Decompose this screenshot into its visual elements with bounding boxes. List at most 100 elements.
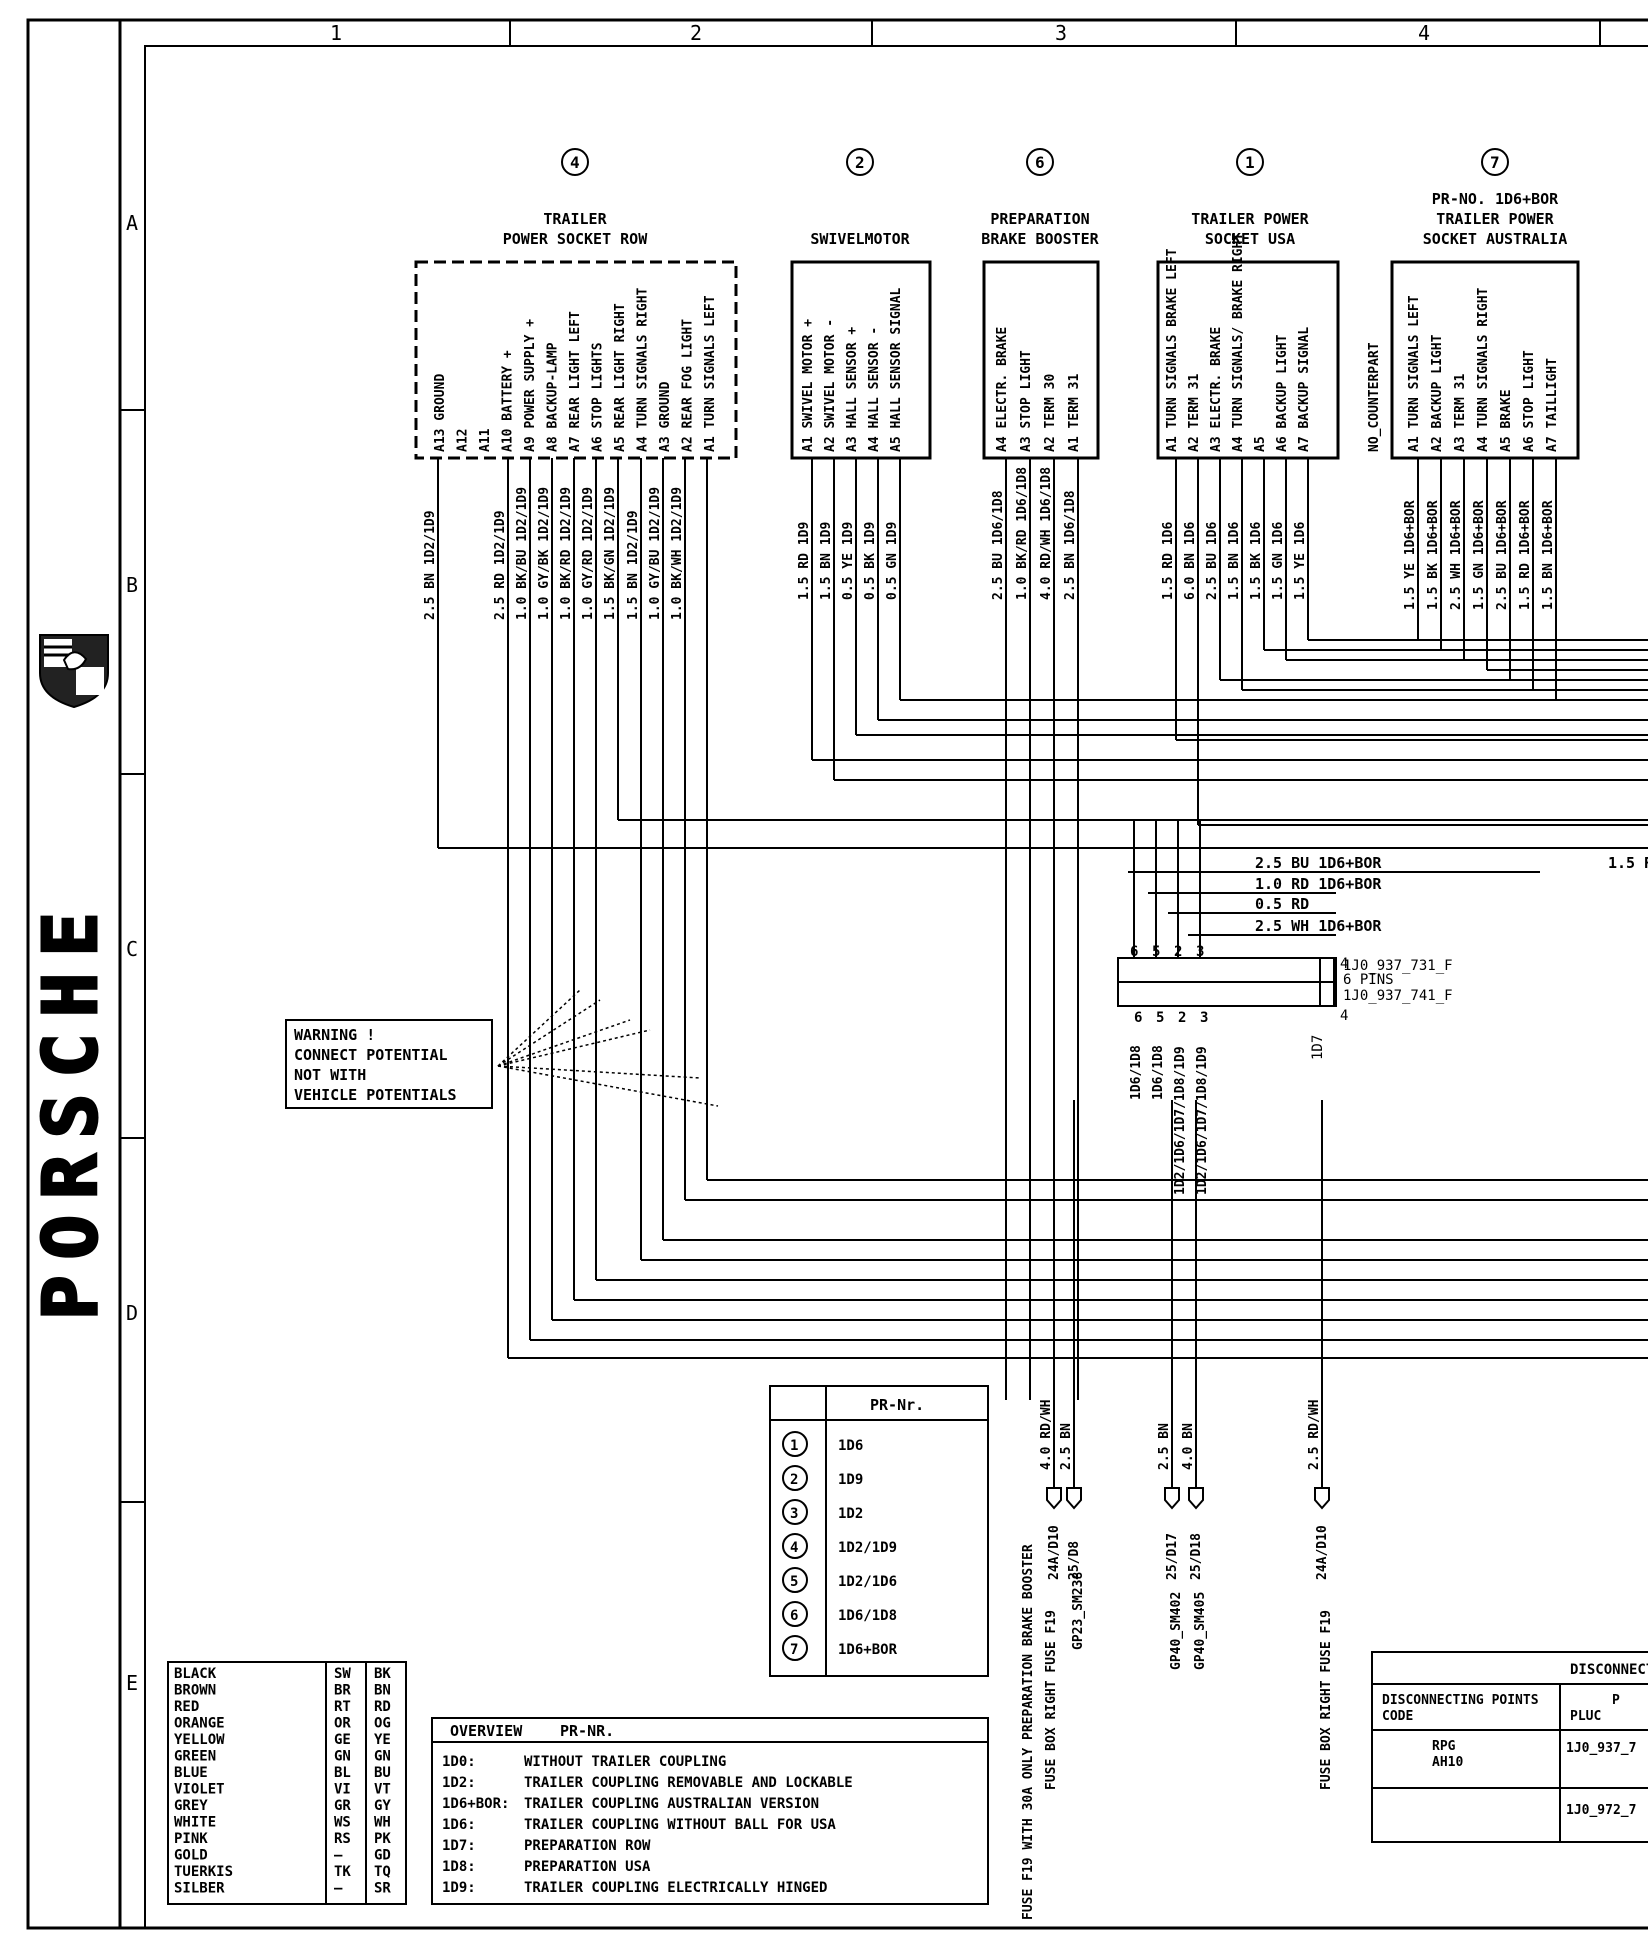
- color-code-de: —: [334, 1848, 343, 1864]
- component-title-line: PR-NO. 1D6+BOR: [1432, 190, 1559, 208]
- component-number-circle: [561, 148, 589, 176]
- wire-label: 2.5 BN 1D6/1D8: [1063, 490, 1078, 600]
- disconnect-col1: DISCONNECTING POINTS: [1382, 1693, 1539, 1708]
- pr-table-frame: [769, 1385, 989, 1677]
- disconnect-col2: P: [1612, 1693, 1620, 1708]
- component-title-line: TRAILER POWER: [1436, 210, 1554, 228]
- component-box: [790, 260, 932, 460]
- pin-label: A5 REAR LIGHT RIGHT: [613, 303, 628, 452]
- color-code-en: SR: [374, 1881, 391, 1897]
- wire-label: 1.0 GY/BU 1D2/1D9: [648, 487, 663, 620]
- pr-row-circle: [782, 1499, 808, 1525]
- wire-label: 2.5 BU 1D6+BOR: [1495, 500, 1510, 610]
- color-code-en: YE: [374, 1732, 391, 1748]
- pin-label: A2 BACKUP LIGHT: [1430, 334, 1445, 452]
- overview-code: 1D7:: [442, 1838, 476, 1854]
- disconnect-frame: [1371, 1651, 1648, 1843]
- disconnect-plug: 1J0_937_7: [1566, 1741, 1636, 1756]
- pr-row-num: 3: [790, 1506, 798, 1522]
- overview-code: 1D0:: [442, 1754, 476, 1770]
- fuse-location: FUSE BOX RIGHT FUSE F19: [1044, 1610, 1059, 1790]
- bus-label: 1.0 RD 1D6+BOR: [1255, 875, 1382, 893]
- wire-label: 1.0 BK/BU 1D2/1D9: [515, 487, 530, 620]
- color-code-de: —: [334, 1881, 343, 1897]
- wire-label: 1.0 BK/RD 1D6/1D8: [1015, 467, 1030, 600]
- wire-label: 1.5 RD 1D6: [1161, 522, 1176, 600]
- wire-label: 2.5 BU 1D6: [1205, 522, 1220, 600]
- pr-row-num: 5: [790, 1574, 798, 1590]
- pr-row-circle: [782, 1601, 808, 1627]
- component-box: [982, 260, 1100, 460]
- warning-line-1: WARNING !: [294, 1026, 375, 1044]
- color-code-en: BU: [374, 1765, 391, 1781]
- wire-label: 1.5 BK/GN 1D2/1D9: [603, 487, 618, 620]
- fuse-dest: 25/D8: [1067, 1541, 1082, 1580]
- disconnect-plug: 1J0_972_7: [1566, 1803, 1636, 1818]
- pin-label: A12: [456, 429, 471, 452]
- component-number: 6: [1035, 153, 1045, 172]
- pin-label: A3 HALL SENSOR +: [845, 327, 860, 452]
- pr-row-num: 1: [790, 1438, 798, 1454]
- pin-label: A4 TURN SIGNALS/ BRAKE RIGHT: [1231, 233, 1246, 452]
- pin-label: A13 GROUND: [433, 374, 448, 452]
- color-code-de: RT: [334, 1699, 351, 1715]
- grid-row-E: E: [126, 1671, 138, 1695]
- color-name: GOLD: [174, 1848, 208, 1864]
- disconnect-code: AH10: [1432, 1755, 1463, 1770]
- fuse-note: FUSE F19 WITH 30A ONLY PREPARATION BRAKE…: [1021, 1544, 1036, 1920]
- connector-pins-label: 6 PINS: [1343, 972, 1394, 988]
- pin-label: A6 BACKUP LIGHT: [1275, 334, 1290, 452]
- pin-label: A2 TERM 30: [1043, 374, 1058, 452]
- overview-desc: TRAILER COUPLING ELECTRICALLY HINGED: [524, 1880, 827, 1896]
- disconnect-code: RPG: [1432, 1739, 1456, 1754]
- color-name: GREEN: [174, 1749, 216, 1765]
- fuse-location: GP40_SM402: [1169, 1592, 1184, 1670]
- pin-label: A7 BACKUP SIGNAL: [1297, 327, 1312, 452]
- pr-row-value: 1D6: [838, 1438, 863, 1454]
- color-code-de: BR: [334, 1683, 351, 1699]
- porsche-crest-icon: [39, 634, 109, 709]
- fuse-terminal-icon: [1188, 1487, 1204, 1510]
- warning-line-3: NOT WITH: [294, 1066, 366, 1084]
- pin-label: A4 HALL SENSOR -: [867, 327, 882, 452]
- grid-row-D: D: [126, 1301, 138, 1325]
- wire-label: 2.5 BN 1D2/1D9: [423, 510, 438, 620]
- color-code-de: GN: [334, 1749, 351, 1765]
- component-box: [1390, 260, 1580, 460]
- warning-line-4: VEHICLE POTENTIALS: [294, 1086, 457, 1104]
- pr-row-num: 4: [790, 1540, 798, 1556]
- fuse-terminal-icon: [1164, 1487, 1180, 1510]
- wire-label: 1.0 GY/RD 1D2/1D9: [581, 487, 596, 620]
- color-name: ORANGE: [174, 1716, 225, 1732]
- color-code-en: OG: [374, 1716, 391, 1732]
- overview-frame: [431, 1717, 989, 1905]
- color-code-de: RS: [334, 1831, 351, 1847]
- overview-desc: WITHOUT TRAILER COUPLING: [524, 1754, 726, 1770]
- pr-row-value: 1D6+BOR: [838, 1642, 898, 1658]
- pin-label: A7 TAILLIGHT: [1545, 358, 1560, 452]
- component-title-line: SOCKET USA: [1205, 230, 1295, 248]
- overview-code: 1D6:: [442, 1817, 476, 1833]
- grid-col-4: 4: [1418, 21, 1430, 45]
- color-name: BROWN: [174, 1683, 216, 1699]
- color-code-de: WS: [334, 1815, 351, 1831]
- color-name: PINK: [174, 1831, 208, 1847]
- pr-row-value: 1D6/1D8: [838, 1608, 897, 1624]
- color-name: RED: [174, 1699, 199, 1715]
- bus-label: 1.5 RD: [1608, 854, 1648, 872]
- pin-label: A1 TURN SIGNALS BRAKE LEFT: [1165, 248, 1180, 452]
- component-number: 7: [1490, 153, 1500, 172]
- color-code-de: VI: [334, 1782, 351, 1798]
- pin-label: A1 TURN SIGNALS LEFT: [703, 295, 718, 452]
- component-box: [414, 260, 738, 460]
- color-code-en: GY: [374, 1798, 391, 1814]
- component-title-line: TRAILER: [543, 210, 607, 228]
- fuse-terminal-icon: [1314, 1487, 1330, 1510]
- color-name: VIOLET: [174, 1782, 225, 1798]
